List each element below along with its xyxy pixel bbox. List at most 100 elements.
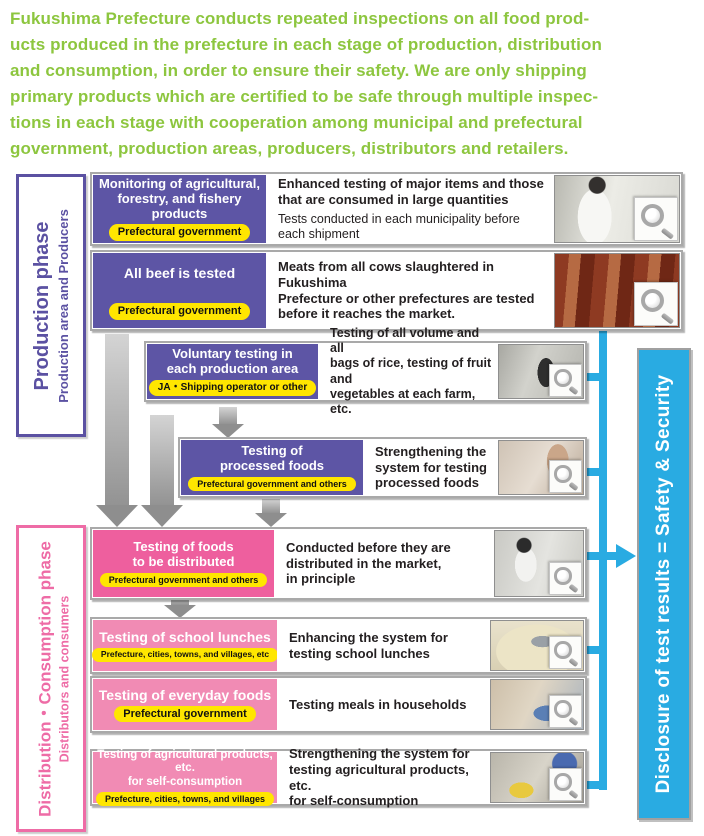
- disclosure-arrow-head: [616, 544, 636, 568]
- description-main: Meats from all cows slaughtered in Fukus…: [278, 258, 535, 322]
- beef-carcass-photo: [554, 253, 680, 328]
- row-description: Testing meals in households: [277, 679, 490, 730]
- flow-row-foods-distributed: Testing of foods to be distributed Prefe…: [90, 527, 587, 600]
- magnifier-handle: [568, 481, 580, 492]
- flow-row-beef: All beef is tested Prefectural governmen…: [90, 250, 683, 331]
- description-main: Enhancing the system for testing school …: [289, 629, 448, 661]
- magnifier-handle: [660, 312, 674, 325]
- row-label-box: Voluntary testing in each production are…: [147, 344, 318, 399]
- magnifier-glass: [554, 465, 572, 483]
- magnifier-icon[interactable]: [634, 197, 678, 241]
- cascade-arrow-shaft: [150, 415, 174, 505]
- row-title: All beef is tested: [123, 265, 236, 281]
- magnifier-glass: [640, 288, 665, 313]
- distribution-phase-sidebar: Distribution・Consumption phase Distribut…: [16, 525, 86, 832]
- description-main: Strengthening the system for testing agr…: [289, 745, 470, 809]
- production-phase-sidebar: Production phase Production area and Pro…: [16, 174, 86, 437]
- row-label-box: Testing of school lunches Prefecture, ci…: [91, 620, 279, 671]
- actor-badge: Prefectural government and others: [188, 476, 356, 491]
- magnifier-icon[interactable]: [634, 282, 678, 326]
- magnifier-handle: [660, 227, 674, 240]
- disclosure-connector-branch: [584, 646, 600, 654]
- row-description: Enhanced testing of major items and thos…: [266, 175, 554, 243]
- down-arrow-head: [164, 605, 196, 618]
- down-arrow-head: [212, 424, 244, 438]
- row-description: Testing of all volume and all bags of ri…: [318, 326, 498, 416]
- magnifier-icon[interactable]: [549, 562, 582, 595]
- description-main: Enhanced testing of major items and thos…: [278, 176, 544, 207]
- actor-badge: JA・Shipping operator or other: [148, 380, 317, 396]
- magnifier-icon[interactable]: [549, 768, 582, 801]
- distribution-phase-title: Distribution・Consumption phase: [35, 540, 55, 817]
- cascade-arrow-head: [96, 505, 138, 527]
- flow-row-school-lunches: Testing of school lunches Prefecture, ci…: [90, 617, 587, 674]
- school-lunch-photo: [490, 620, 584, 671]
- magnifier-handle: [568, 657, 580, 668]
- row-description: Enhancing the system for testing school …: [277, 620, 490, 671]
- flow-row-voluntary-testing: Voluntary testing in each production are…: [144, 326, 587, 416]
- magnifier-icon[interactable]: [549, 364, 582, 397]
- production-area-photo: [498, 344, 584, 399]
- description-secondary: Tests conducted in each municipality bef…: [278, 211, 520, 241]
- row-title: Testing of processed foods: [219, 442, 325, 473]
- row-title: Monitoring of agricultural, forestry, an…: [98, 175, 261, 221]
- row-title: Testing of agricultural products, etc. f…: [97, 749, 273, 788]
- row-label-box: Testing of foods to be distributed Prefe…: [93, 530, 274, 597]
- actor-badge: Prefectural government: [108, 224, 251, 242]
- magnifier-handle: [568, 789, 580, 800]
- flow-row-processed-foods: Testing of processed foods Prefectural g…: [178, 437, 587, 498]
- row-description: Meats from all cows slaughtered in Fukus…: [266, 253, 554, 328]
- description-main: Testing meals in households: [289, 696, 467, 712]
- disclosure-bar-label: Disclosure of test results = Safety & Se…: [653, 374, 674, 794]
- row-title: Testing of school lunches: [99, 629, 271, 646]
- magnifier-glass: [640, 203, 665, 228]
- magnifier-icon[interactable]: [549, 460, 582, 493]
- self-consumption-photo: [490, 752, 584, 803]
- magnifier-glass: [554, 641, 572, 659]
- actor-badge: Prefectural government: [114, 705, 256, 723]
- down-arrow-shaft: [262, 499, 280, 513]
- magnifier-icon[interactable]: [549, 636, 582, 669]
- distribution-testing-photo: [494, 530, 584, 597]
- row-title: Testing of everyday foods: [98, 686, 272, 703]
- disclosure-arrow-shaft: [584, 552, 617, 560]
- down-arrow-head: [255, 513, 287, 527]
- actor-badge: Prefectural government: [108, 303, 251, 320]
- intro-text: Fukushima Prefecture conducts repeated i…: [10, 9, 602, 158]
- disclosure-connector-branch: [584, 373, 600, 381]
- magnifier-icon[interactable]: [549, 695, 582, 728]
- flow-row-everyday-foods: Testing of everyday foods Prefectural go…: [90, 676, 587, 733]
- flow-row-monitoring: Monitoring of agricultural, forestry, an…: [90, 172, 683, 246]
- down-arrow-shaft: [219, 407, 237, 424]
- cascade-arrow-head: [141, 505, 183, 527]
- row-title: Testing of foods to be distributed: [132, 538, 235, 569]
- disclosure-bar: Disclosure of test results = Safety & Se…: [637, 348, 691, 820]
- cascade-arrow-shaft: [105, 334, 129, 505]
- row-label-box: Testing of everyday foods Prefectural go…: [93, 679, 277, 730]
- distribution-phase-subtitle: Distributors and consumers: [57, 595, 72, 762]
- processed-foods-photo: [498, 440, 584, 495]
- actor-badge: Prefecture, cities, towns, and villages,…: [91, 648, 279, 662]
- magnifier-glass: [554, 567, 572, 585]
- row-label-box: Monitoring of agricultural, forestry, an…: [93, 175, 266, 243]
- row-title: Voluntary testing in each production are…: [166, 346, 299, 377]
- lab-inspection-photo: [554, 175, 680, 243]
- disclosure-connector-branch: [584, 781, 600, 789]
- row-description: Conducted before they are distributed in…: [274, 530, 494, 597]
- magnifier-glass: [554, 773, 572, 791]
- row-label-box: Testing of agricultural products, etc. f…: [93, 749, 277, 806]
- row-description: Strengthening the system for testing pro…: [363, 440, 498, 495]
- description-main: Testing of all volume and all bags of ri…: [330, 325, 492, 416]
- magnifier-glass: [554, 700, 572, 718]
- household-foods-photo: [490, 679, 584, 730]
- magnifier-glass: [554, 369, 572, 387]
- production-phase-title: Production phase: [31, 221, 53, 390]
- row-label-box: Testing of processed foods Prefectural g…: [181, 440, 363, 495]
- magnifier-handle: [568, 583, 580, 594]
- row-description: Strengthening the system for testing agr…: [277, 746, 490, 808]
- actor-badge: Prefecture, cities, towns, and villages: [95, 791, 275, 806]
- flow-row-self-consumption: Testing of agricultural products, etc. f…: [90, 746, 587, 808]
- production-phase-subtitle: Production area and Producers: [56, 208, 71, 403]
- disclosure-connector-branch: [584, 468, 600, 476]
